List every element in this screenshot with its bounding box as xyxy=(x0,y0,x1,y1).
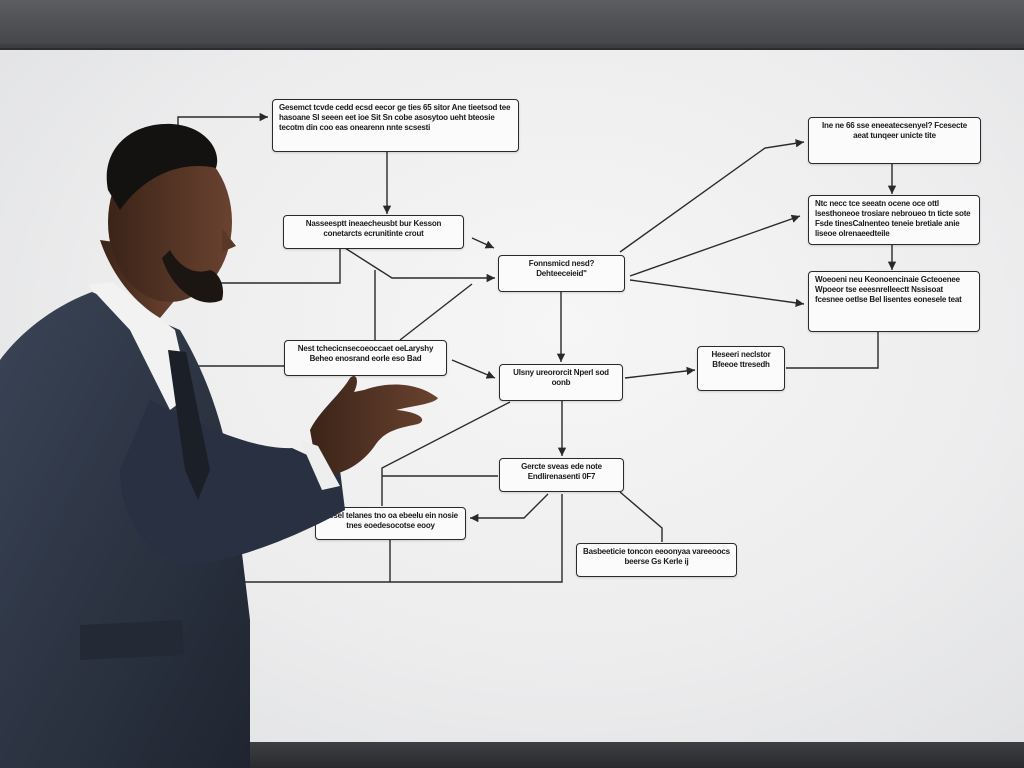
flow-node: Gesemct tcvde cedd ecsd eecor ge ties 65… xyxy=(272,99,519,152)
hand xyxy=(310,375,438,475)
connector-line xyxy=(451,359,496,379)
flow-node: Ntc necc tce seeatn ocene oce ottl lsest… xyxy=(808,195,980,245)
flow-node: Gercte sveas ede note Endlirenasenti 0F7 xyxy=(499,458,624,492)
connector-line xyxy=(629,214,801,277)
connector-line xyxy=(381,401,511,506)
connector-line xyxy=(220,248,341,284)
connector-line xyxy=(619,139,805,253)
connector-line xyxy=(786,332,879,369)
flow-node: Ine ne 66 sse eneeatecsenyel? Fcesecte a… xyxy=(808,117,981,164)
connector-line xyxy=(470,493,549,523)
nose xyxy=(222,228,236,252)
connector-line xyxy=(624,366,696,379)
flow-node: Fonnsmicd nesd? Dehteeceieid" xyxy=(498,255,625,292)
hair xyxy=(106,123,218,210)
necktie xyxy=(168,350,210,500)
shirt-collar xyxy=(88,282,190,410)
flow-node: Heseeri neclstor Bfeeoe ttresedh xyxy=(697,346,785,391)
beard xyxy=(162,250,224,303)
jacket-pocket xyxy=(80,620,184,660)
flow-node: Basbeeticie toncon eeoonyaa vareeoocs be… xyxy=(576,543,737,577)
connector-line xyxy=(629,279,805,308)
flow-node: Nasseesptt ineaecheusbt bur Kesson conet… xyxy=(283,215,464,249)
connector-line xyxy=(177,112,268,128)
flow-node: Woeoeni neu Keonoencinaie Gcteoenee Wpoe… xyxy=(808,271,980,332)
connector-line xyxy=(399,283,473,341)
room-ceiling xyxy=(0,0,1024,44)
connector-line xyxy=(344,247,495,283)
shirt-cuff xyxy=(300,440,340,490)
connector-line xyxy=(619,491,663,542)
flow-node: Nest tchecicnsecoeoccaet oeLaryshy Beheo… xyxy=(284,340,447,376)
connector-line xyxy=(471,237,495,249)
flow-node: Ulsny ureororcit Nperl sod oonb xyxy=(499,364,623,401)
suit-sleeve xyxy=(120,400,345,565)
